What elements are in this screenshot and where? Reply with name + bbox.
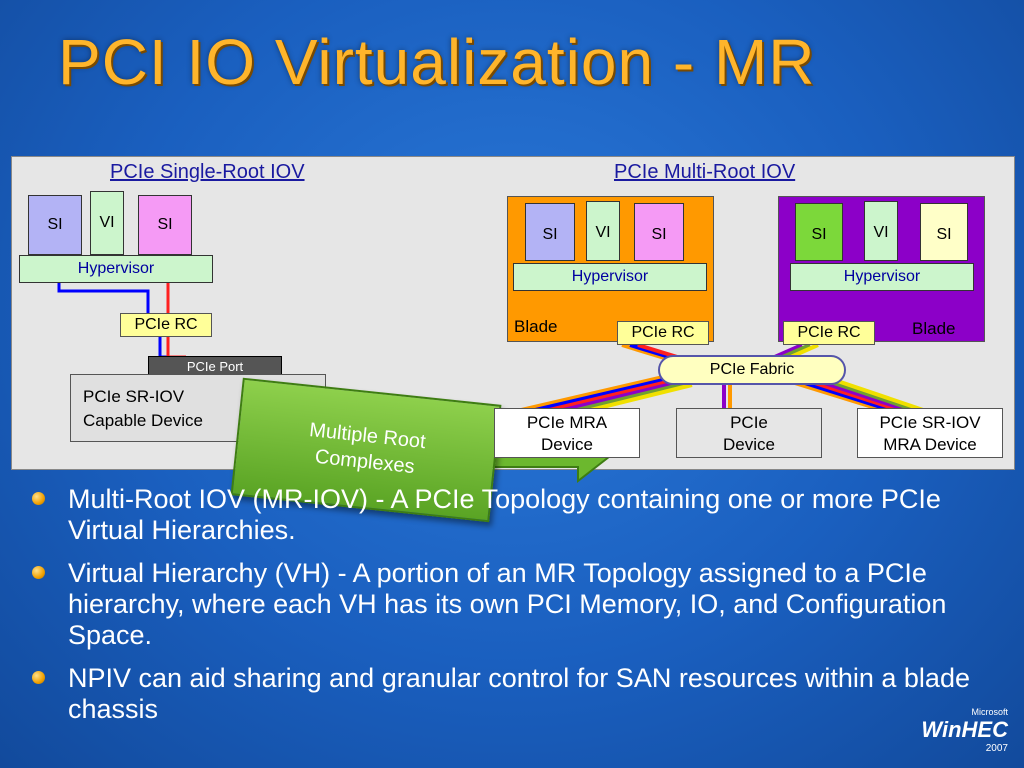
sr-device-line2: Capable Device [83,411,204,430]
pcie-sriov-mra-device: PCIe SR-IOV MRA Device [857,408,1003,458]
sr-wire-blue [57,275,150,313]
dev1-line2: Device [541,435,593,454]
multi-root-header: PCIe Multi-Root IOV [614,161,796,183]
dev3-line1: PCIe SR-IOV [879,413,981,432]
sr-wire-red-2 [166,337,186,359]
slide-title: PCI IO Virtualization - MR [58,26,816,98]
pcie-fabric: PCIe Fabric [658,355,846,385]
bullet-item: Multi-Root IOV (MR-IOV) - A PCIe Topolog… [30,484,990,546]
pcie-device: PCIe Device [676,408,822,458]
winhec-logo: Microsoft WinHEC 2007 [921,707,1008,754]
b2-si-1: SI [795,203,843,261]
bullet-item: Virtual Hierarchy (VH) - A portion of an… [30,558,990,651]
sr-wire-blue-2 [158,337,172,359]
b1-si-1: SI [525,203,575,261]
dev1-line1: PCIe MRA [526,413,608,432]
b2-blade-label: Blade [912,319,956,338]
b1-vi: VI [586,201,620,261]
dev3-line2: MRA Device [883,435,977,454]
bullet-dot-icon [32,566,45,579]
sr-hypervisor: Hypervisor [19,255,213,283]
sr-vi: VI [90,191,124,255]
b1-si-2: SI [634,203,684,261]
b1-pcie-rc: PCIe RC [617,321,709,345]
b2-pcie-rc: PCIe RC [783,321,875,345]
logo-company: Microsoft [971,707,1008,717]
b2-si-2: SI [920,203,968,261]
bullet-dot-icon [32,492,45,505]
logo-year: 2007 [985,743,1008,754]
b1-hypervisor: Hypervisor [513,263,707,291]
sr-device-line1: PCIe SR-IOV [83,387,185,406]
diagram-panel: PCIe Single-Root IOV [11,156,1015,523]
single-root-header: PCIe Single-Root IOV [110,161,305,183]
sr-pcie-rc: PCIe RC [120,313,212,337]
b2-vi: VI [864,201,898,261]
bullet-dot-icon [32,671,45,684]
b1-blade-label: Blade [514,317,558,336]
bullet-list: Multi-Root IOV (MR-IOV) - A PCIe Topolog… [30,484,990,737]
sr-si-2: SI [138,195,192,255]
sr-pcie-port: PCIe Port [148,356,282,376]
b2-hypervisor: Hypervisor [790,263,974,291]
dev2-line1: PCIe [730,413,768,432]
bullet-item: NPIV can aid sharing and granular contro… [30,663,990,725]
pcie-mra-device: PCIe MRA Device [494,408,640,458]
sr-si-1: SI [28,195,82,255]
dev2-line2: Device [723,435,775,454]
logo-name: WinHEC [921,717,1008,742]
